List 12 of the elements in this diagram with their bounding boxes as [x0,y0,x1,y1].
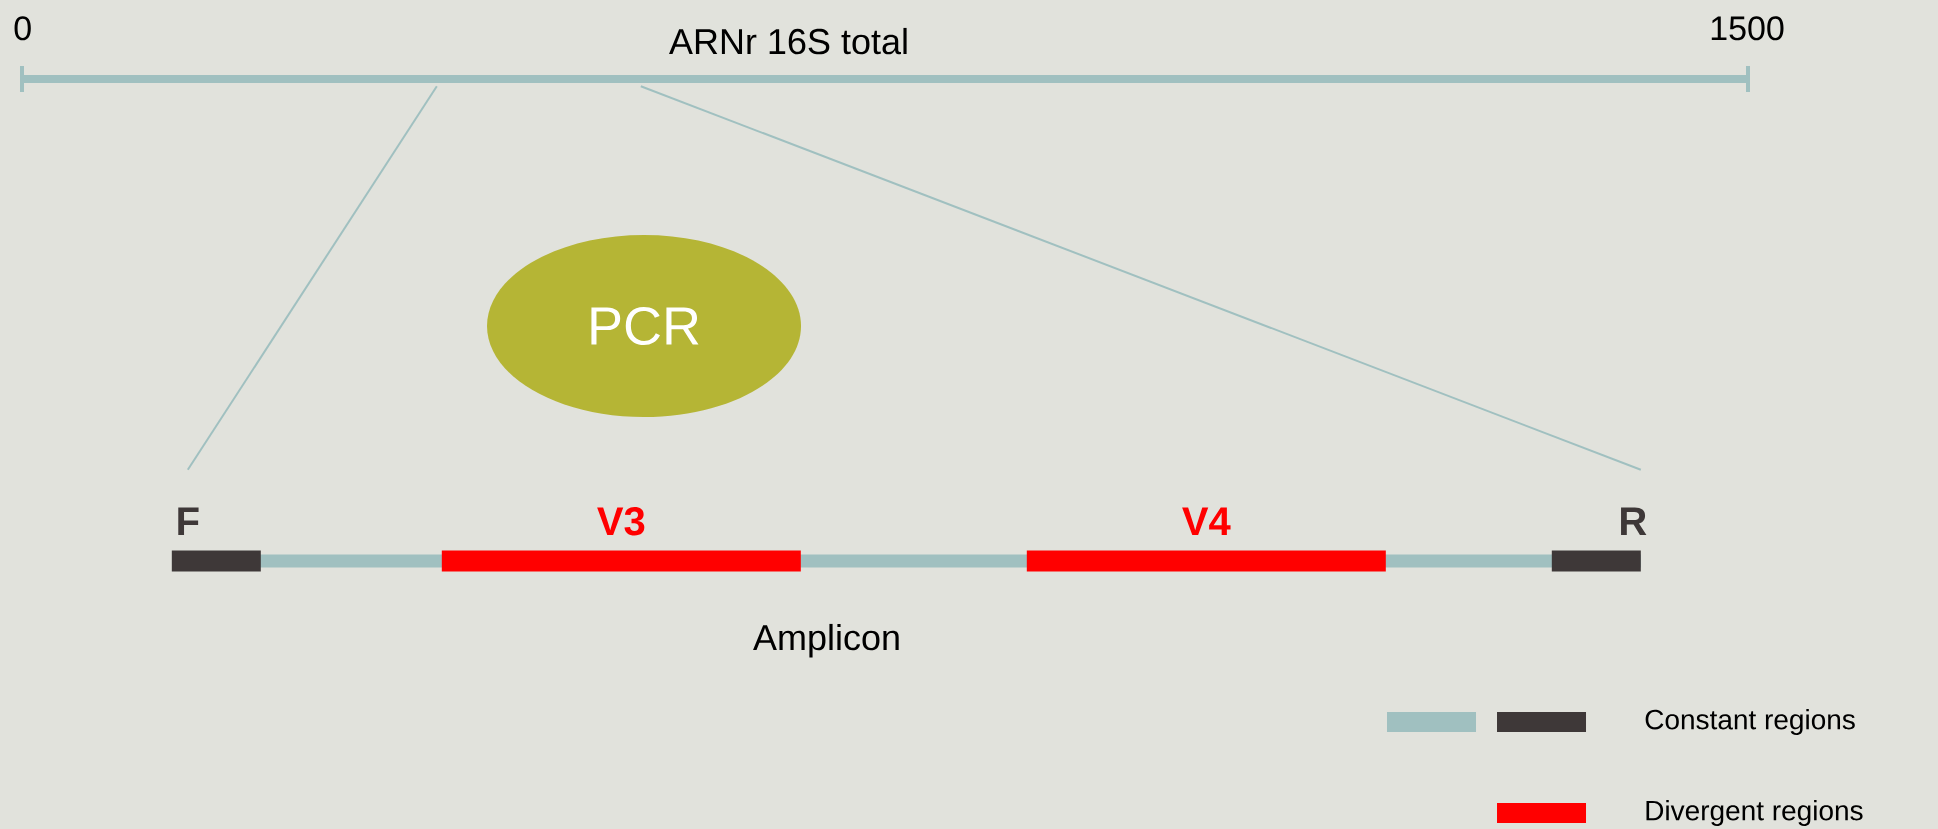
scale-tick-label: 1500 [1711,16,1784,41]
amplicon-label: Amplicon [753,623,899,658]
zoom-line [186,85,438,471]
region-label: V3 [597,507,645,536]
scale-tick-label: 0 [14,16,31,41]
legend-label: Divergent regions [1646,799,1863,827]
region-label: V4 [1182,507,1231,535]
bar-title: ARNr 16S total [669,27,907,55]
legend-label: Constant regions [1645,708,1855,736]
region-label: R [1621,507,1647,535]
zoom-line [639,85,1642,471]
region-label: F [178,507,199,535]
